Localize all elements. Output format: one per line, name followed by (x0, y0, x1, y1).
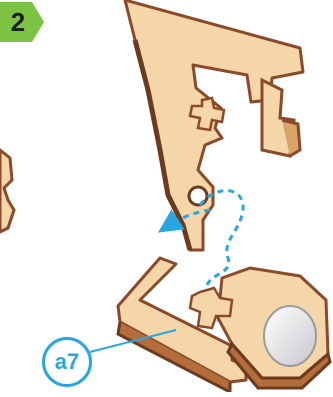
step-badge-shape (0, 2, 44, 42)
wood-frame-upper (123, 0, 305, 252)
lamp-unit (188, 266, 332, 390)
step-number: 2 (10, 6, 26, 37)
motion-arrow (158, 189, 245, 324)
part-callout: a7 (42, 337, 92, 387)
partial-wood-part-left (0, 148, 16, 234)
callout-leader (89, 329, 177, 353)
lens-dome (263, 305, 317, 367)
part-callout-label: a7 (54, 349, 80, 374)
